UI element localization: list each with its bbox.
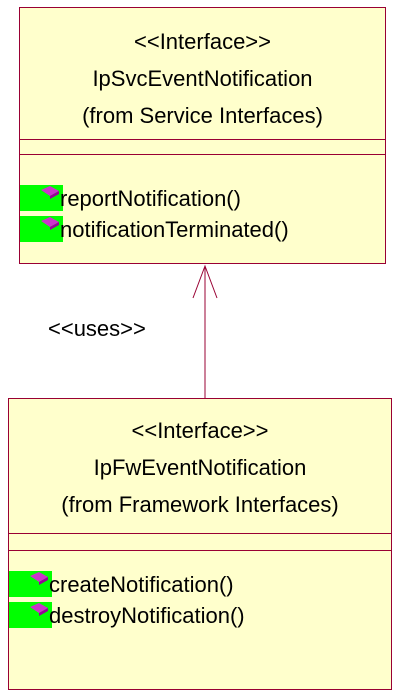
operation-icon	[9, 571, 52, 597]
class-header: <<Interface>> IpSvcEventNotification (fr…	[20, 23, 385, 134]
interface-box-ipfweventnotification[interactable]: <<Interface>> IpFwEventNotification (fro…	[8, 398, 392, 690]
operations-divider	[20, 154, 385, 155]
operation-item[interactable]: notificationTerminated()	[20, 214, 385, 245]
class-name: IpSvcEventNotification	[92, 66, 313, 91]
operation-label: createNotification()	[49, 572, 234, 597]
interface-box-ipsvceventnotification[interactable]: <<Interface>> IpSvcEventNotification (fr…	[19, 7, 386, 264]
operation-item[interactable]: destroyNotification()	[9, 600, 391, 631]
operations-divider	[9, 550, 391, 551]
class-header: <<Interface>> IpFwEventNotification (fro…	[9, 412, 391, 523]
attributes-divider	[9, 533, 391, 534]
package-origin: (from Framework Interfaces)	[61, 492, 339, 517]
operation-icon	[20, 216, 63, 242]
operation-icon	[20, 185, 63, 211]
operation-label: destroyNotification()	[49, 603, 245, 628]
operations-list: reportNotification() notificationTermina…	[20, 183, 385, 245]
stereotype-label: <<Interface>>	[131, 418, 269, 443]
attributes-divider	[20, 139, 385, 140]
uses-label: <<uses>>	[48, 316, 146, 341]
operation-item[interactable]: reportNotification()	[20, 183, 385, 214]
operation-label: reportNotification()	[60, 186, 241, 211]
class-name: IpFwEventNotification	[93, 455, 307, 480]
stereotype-label: <<Interface>>	[134, 29, 271, 54]
operation-icon	[9, 602, 52, 628]
operation-label: notificationTerminated()	[60, 217, 289, 242]
operations-list: createNotification() destroyNotification…	[9, 569, 391, 631]
package-origin: (from Service Interfaces)	[82, 103, 323, 128]
operation-item[interactable]: createNotification()	[9, 569, 391, 600]
